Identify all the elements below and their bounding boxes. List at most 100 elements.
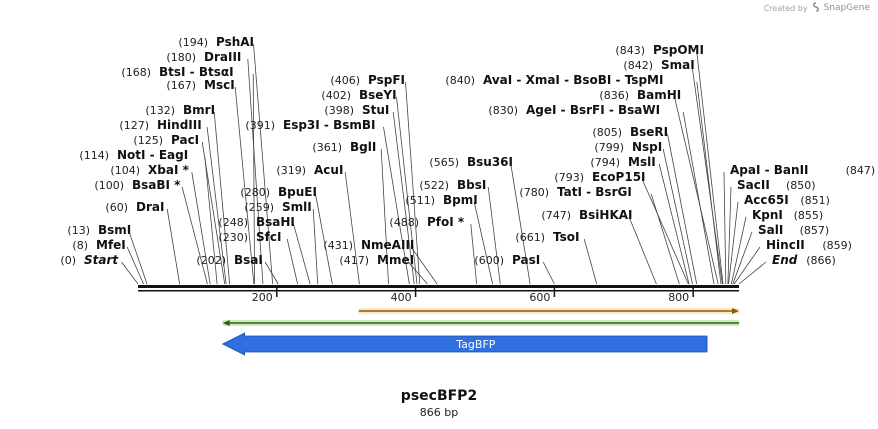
enzyme-name[interactable]: AvaI - XmaI - BsoBI - TspMI xyxy=(483,73,663,87)
enzyme-position: (0) xyxy=(60,254,76,267)
enzyme-position: (319) xyxy=(276,164,306,177)
enzyme-name[interactable]: NspI xyxy=(632,140,662,154)
enzyme-name[interactable]: AcuI xyxy=(314,163,343,177)
enzyme-name[interactable]: SacII xyxy=(737,178,770,192)
enzyme-name[interactable]: BsaBI * xyxy=(132,178,181,192)
enzyme-name[interactable]: SalI xyxy=(758,223,783,237)
enzyme-position: (167) xyxy=(166,79,196,92)
enzyme-name[interactable]: HincII xyxy=(766,238,805,252)
enzyme-name[interactable]: SmlI xyxy=(282,200,312,214)
cut-site-leader xyxy=(487,186,501,285)
enzyme-position: (830) xyxy=(488,104,518,117)
enzyme-name[interactable]: PspFI xyxy=(368,73,405,87)
enzyme-position: (8) xyxy=(72,239,88,252)
enzyme-name[interactable]: SfcI xyxy=(256,230,281,244)
enzyme-position: (406) xyxy=(330,74,360,87)
enzyme-name[interactable]: KpnI xyxy=(752,208,783,222)
cut-site-leader xyxy=(728,201,739,285)
cut-site-leader xyxy=(315,193,333,285)
ruler-tick-label: 200 xyxy=(252,291,273,304)
enzyme-name[interactable]: AgeI - BsrFI - BsaWI xyxy=(526,103,660,117)
cut-site-leader xyxy=(253,43,274,285)
cut-site-leader xyxy=(204,156,218,285)
cut-site-leader xyxy=(128,231,148,285)
cut-site-leader xyxy=(191,171,211,285)
enzyme-name[interactable]: EcoP15I xyxy=(592,170,646,184)
enzyme-name[interactable]: BsmI xyxy=(98,223,131,237)
enzyme-name[interactable]: BsaHI xyxy=(256,215,295,229)
enzyme-name[interactable]: PfoI * xyxy=(427,215,465,229)
enzyme-name[interactable]: End xyxy=(772,253,798,267)
enzyme-position: (104) xyxy=(110,164,140,177)
enzyme-name[interactable]: TatI - BsrGI xyxy=(557,185,632,199)
cut-site-leader xyxy=(682,111,715,285)
enzyme-name[interactable]: BpmI xyxy=(443,193,478,207)
enzyme-position: (194) xyxy=(178,36,208,49)
enzyme-position: (843) xyxy=(615,44,645,57)
enzyme-name[interactable]: BmrI xyxy=(183,103,215,117)
cut-site-leader xyxy=(126,246,144,285)
enzyme-name[interactable]: BamHI xyxy=(637,88,681,102)
cut-site-leader xyxy=(662,148,693,285)
tagbfp-feature-arrow[interactable] xyxy=(221,332,708,356)
cut-site-leader xyxy=(730,216,747,285)
enzyme-name[interactable]: BseYI xyxy=(359,88,397,102)
enzyme-name[interactable]: StuI xyxy=(362,103,389,117)
enzyme-name[interactable]: HindIII xyxy=(157,118,202,132)
enzyme-position: (402) xyxy=(321,89,351,102)
enzyme-name[interactable]: PacI xyxy=(171,133,199,147)
enzyme-name[interactable]: BpuEI xyxy=(278,185,317,199)
enzyme-position: (794) xyxy=(590,156,620,169)
enzyme-name[interactable]: BseRI xyxy=(630,125,668,139)
enzyme-name[interactable]: MfeI xyxy=(96,238,126,252)
sequence-ruler-bottom xyxy=(138,290,739,292)
enzyme-name[interactable]: MmeI xyxy=(377,253,414,267)
enzyme-name[interactable]: MscI xyxy=(204,78,235,92)
cut-site-leader xyxy=(383,126,410,285)
enzyme-name[interactable]: Acc65I xyxy=(744,193,789,207)
cut-site-leader xyxy=(470,223,478,285)
cut-site-leader xyxy=(286,238,299,285)
enzyme-name[interactable]: BtsI - BtsαI xyxy=(159,65,234,79)
enzyme-position: (840) xyxy=(445,74,475,87)
cut-site-leader xyxy=(121,261,139,285)
enzyme-name[interactable]: SmaI xyxy=(661,58,695,72)
cut-site-leader xyxy=(380,148,389,285)
enzyme-name[interactable]: DraI xyxy=(136,200,164,214)
enzyme-name[interactable]: PspOMI xyxy=(653,43,704,57)
enzyme-position: (850) xyxy=(786,179,816,192)
enzyme-name[interactable]: BsaI xyxy=(234,253,263,267)
enzyme-name[interactable]: TsoI xyxy=(553,230,579,244)
enzyme-position: (522) xyxy=(419,179,449,192)
enzyme-position: (60) xyxy=(105,201,128,214)
enzyme-name[interactable]: BglI xyxy=(350,140,376,154)
cut-site-leader xyxy=(628,216,657,285)
cut-site-leader xyxy=(650,193,680,285)
enzyme-name[interactable]: NotI - EagI xyxy=(117,148,188,162)
enzyme-name[interactable]: PasI xyxy=(512,253,540,267)
enzyme-name[interactable]: ApaI - BanII xyxy=(730,163,809,177)
enzyme-position: (100) xyxy=(94,179,124,192)
enzyme-position: (857) xyxy=(800,224,830,237)
cut-site-leader xyxy=(667,133,698,285)
enzyme-name[interactable]: Start xyxy=(84,253,119,267)
cut-site-leader xyxy=(583,238,598,285)
enzyme-name[interactable]: DraIII xyxy=(204,50,241,64)
enzyme-name[interactable]: Bsu36I xyxy=(467,155,513,169)
enzyme-name[interactable]: XbaI * xyxy=(148,163,190,177)
ruler-tick-label: 400 xyxy=(391,291,412,304)
enzyme-name[interactable]: BbsI xyxy=(457,178,486,192)
enzyme-name[interactable]: Esp3I - BsmBI xyxy=(283,118,375,132)
enzyme-name[interactable]: PshAI xyxy=(216,35,254,49)
cut-site-leader xyxy=(252,73,255,285)
enzyme-position: (180) xyxy=(166,51,196,64)
enzyme-name[interactable]: BsiHKAI xyxy=(579,208,633,222)
enzyme-name[interactable]: NmeAIII xyxy=(361,238,414,252)
enzyme-position: (780) xyxy=(519,186,549,199)
credit-prefix: Created by xyxy=(763,3,808,13)
enzyme-position: (859) xyxy=(822,239,852,252)
enzyme-name[interactable]: MslI xyxy=(628,155,656,169)
cut-site-leader xyxy=(691,66,723,285)
cut-site-leader xyxy=(732,231,753,285)
